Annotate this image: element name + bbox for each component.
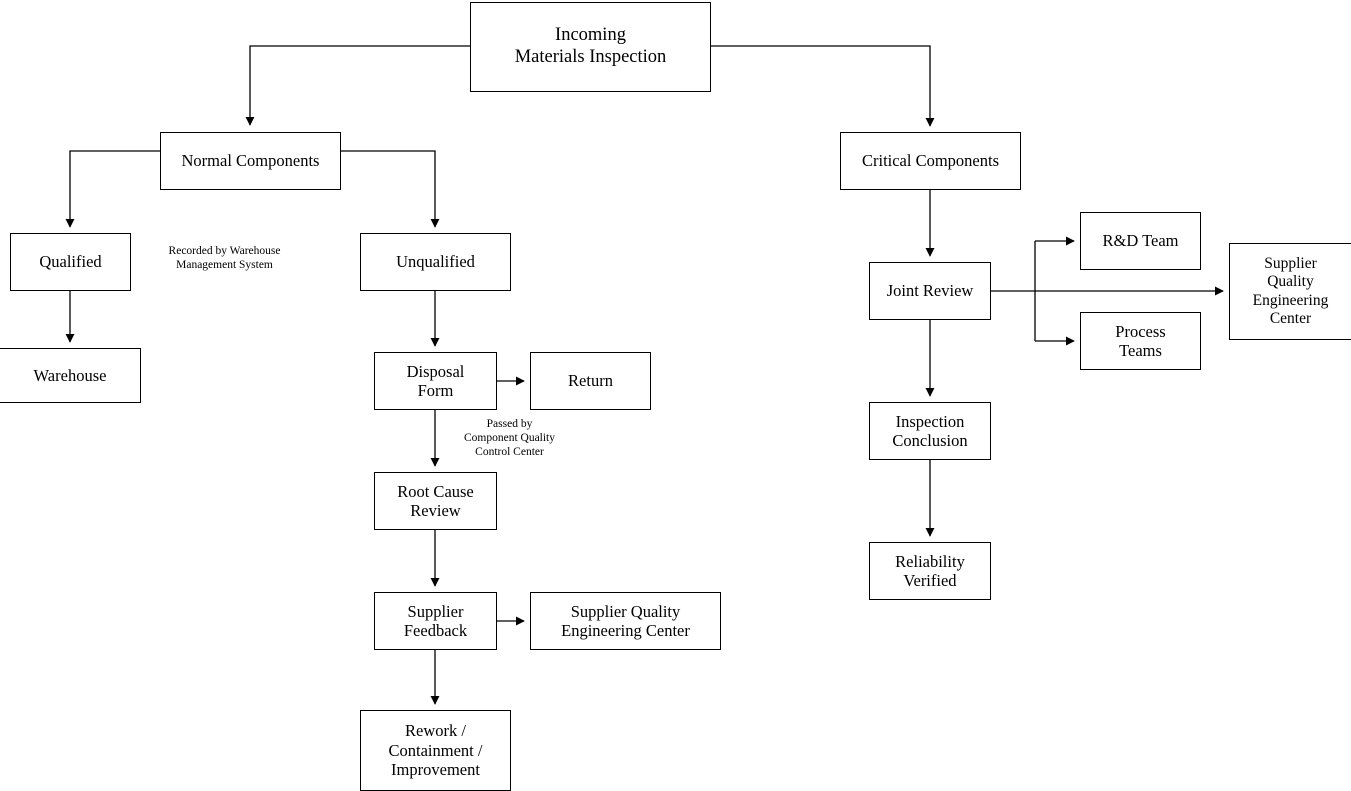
node-incoming-materials-inspection[interactable]: Incoming Materials Inspection xyxy=(470,2,711,92)
edge-incoming-to-critical xyxy=(711,45,935,127)
node-process-teams[interactable]: Process Teams xyxy=(1080,312,1201,370)
node-rd-team[interactable]: R&D Team xyxy=(1080,212,1201,270)
edge-normal-to-qualified xyxy=(65,150,160,228)
node-supplier-feedback[interactable]: Supplier Feedback xyxy=(374,592,497,650)
node-inspection-conclusion[interactable]: Inspection Conclusion xyxy=(869,402,991,460)
node-qualified[interactable]: Qualified xyxy=(10,233,131,291)
node-critical-components[interactable]: Critical Components xyxy=(840,132,1021,190)
node-disposal-form[interactable]: Disposal Form xyxy=(374,352,497,410)
node-normal-components[interactable]: Normal Components xyxy=(160,132,341,190)
edge-label-warehouse-management-system: Recorded by Warehouse Management System xyxy=(168,245,281,272)
edge-label-component-quality-control-center: Passed by Component Quality Control Cent… xyxy=(463,418,556,459)
edge-incoming-to-normal xyxy=(245,45,470,126)
node-root-cause-review[interactable]: Root Cause Review xyxy=(374,472,497,530)
node-rework-containment-improvement[interactable]: Rework / Containment / Improvement xyxy=(360,710,511,791)
node-unqualified[interactable]: Unqualified xyxy=(360,233,511,291)
edge-normal-to-unqualified xyxy=(341,150,440,228)
node-warehouse[interactable]: Warehouse xyxy=(0,348,141,403)
node-supplier-quality-engineering-center-right[interactable]: Supplier Quality Engineering Center xyxy=(1229,243,1351,340)
node-reliability-verified[interactable]: Reliability Verified xyxy=(869,542,991,600)
node-return[interactable]: Return xyxy=(530,352,651,410)
node-supplier-quality-engineering-center-mid[interactable]: Supplier Quality Engineering Center xyxy=(530,592,721,650)
node-joint-review[interactable]: Joint Review xyxy=(869,262,991,320)
